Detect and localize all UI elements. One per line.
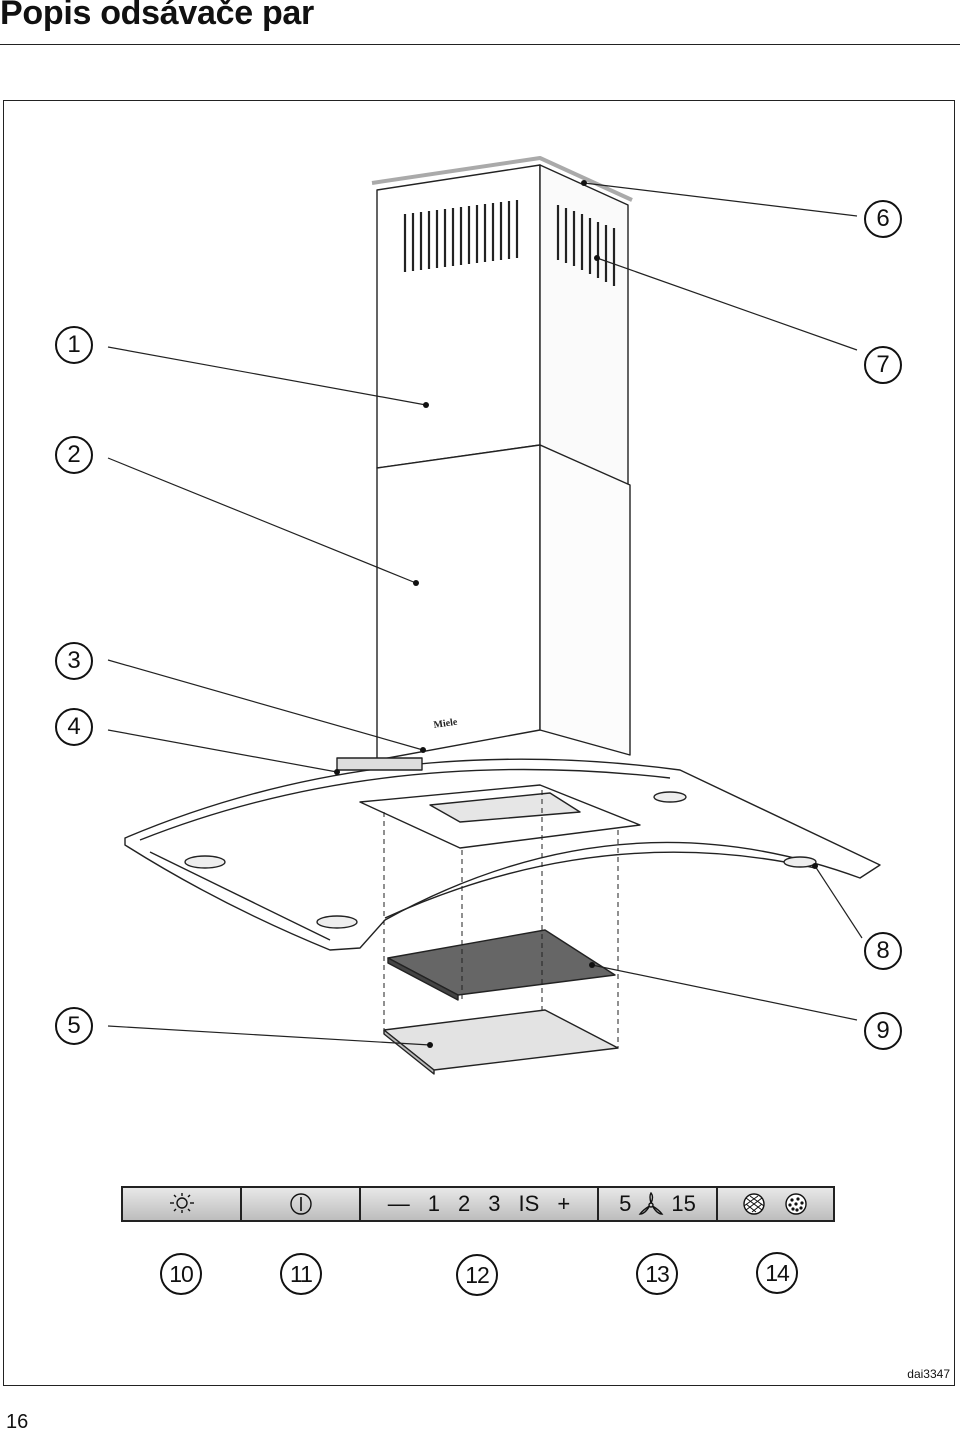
filter-status-icons [742, 1193, 807, 1215]
control-panel: — 1 2 3 IS + 5 15 [121, 1186, 835, 1222]
fan-icon [638, 1192, 664, 1215]
title-rule [0, 44, 960, 45]
speed-2-button[interactable]: 2 [458, 1191, 471, 1216]
leader-lines [107, 182, 863, 1046]
figure-frame [3, 100, 955, 1386]
charcoal-filter [387, 929, 616, 996]
callout-13: 13 [636, 1253, 678, 1295]
upper-chimney-side [539, 164, 629, 486]
intensive-button[interactable]: IS [518, 1191, 540, 1216]
page-number: 16 [6, 1411, 29, 1433]
speed-3-button[interactable]: 3 [488, 1191, 501, 1216]
callout-4: 4 [55, 708, 93, 746]
callout-12: 12 [456, 1254, 498, 1296]
fan-speed-group: — 1 2 3 IS + [361, 1188, 599, 1220]
light-button[interactable] [123, 1188, 242, 1220]
callout-10: 10 [160, 1253, 202, 1295]
callout-8: 8 [864, 932, 902, 970]
canopy-glass [124, 758, 881, 951]
callout-7: 7 [864, 346, 902, 384]
callout-6: 6 [864, 200, 902, 238]
speed-1-button[interactable]: 1 [427, 1191, 441, 1216]
filter-indicators [718, 1188, 833, 1220]
light-icon [169, 1193, 194, 1213]
callout-1: 1 [55, 326, 93, 364]
speed-plus-button[interactable]: + [557, 1191, 571, 1216]
timer-15-button[interactable]: 15 [671, 1191, 696, 1216]
figure-reference: dai3347 [907, 1367, 950, 1381]
upper-chimney-front [376, 164, 541, 469]
callout-2: 2 [55, 436, 93, 474]
callout-11: 11 [280, 1253, 322, 1295]
page-title: Popis odsávače par [0, 0, 314, 32]
power-button[interactable] [242, 1188, 361, 1220]
speed-minus-button[interactable]: — [387, 1191, 410, 1216]
timer-5-button[interactable]: 5 [619, 1191, 632, 1216]
vent-slots [403, 200, 616, 286]
callout-5: 5 [55, 1007, 93, 1045]
brand-logo: Miele [433, 717, 459, 731]
charcoal-filter-icon [784, 1193, 807, 1215]
timer-group: 5 15 [599, 1188, 718, 1220]
callout-14: 14 [756, 1252, 798, 1294]
callout-3: 3 [55, 642, 93, 680]
lower-chimney-front [376, 444, 541, 761]
lower-chimney-side [539, 444, 631, 756]
grease-filter-icon [742, 1193, 765, 1215]
callout-9: 9 [864, 1012, 902, 1050]
power-icon [289, 1193, 312, 1215]
